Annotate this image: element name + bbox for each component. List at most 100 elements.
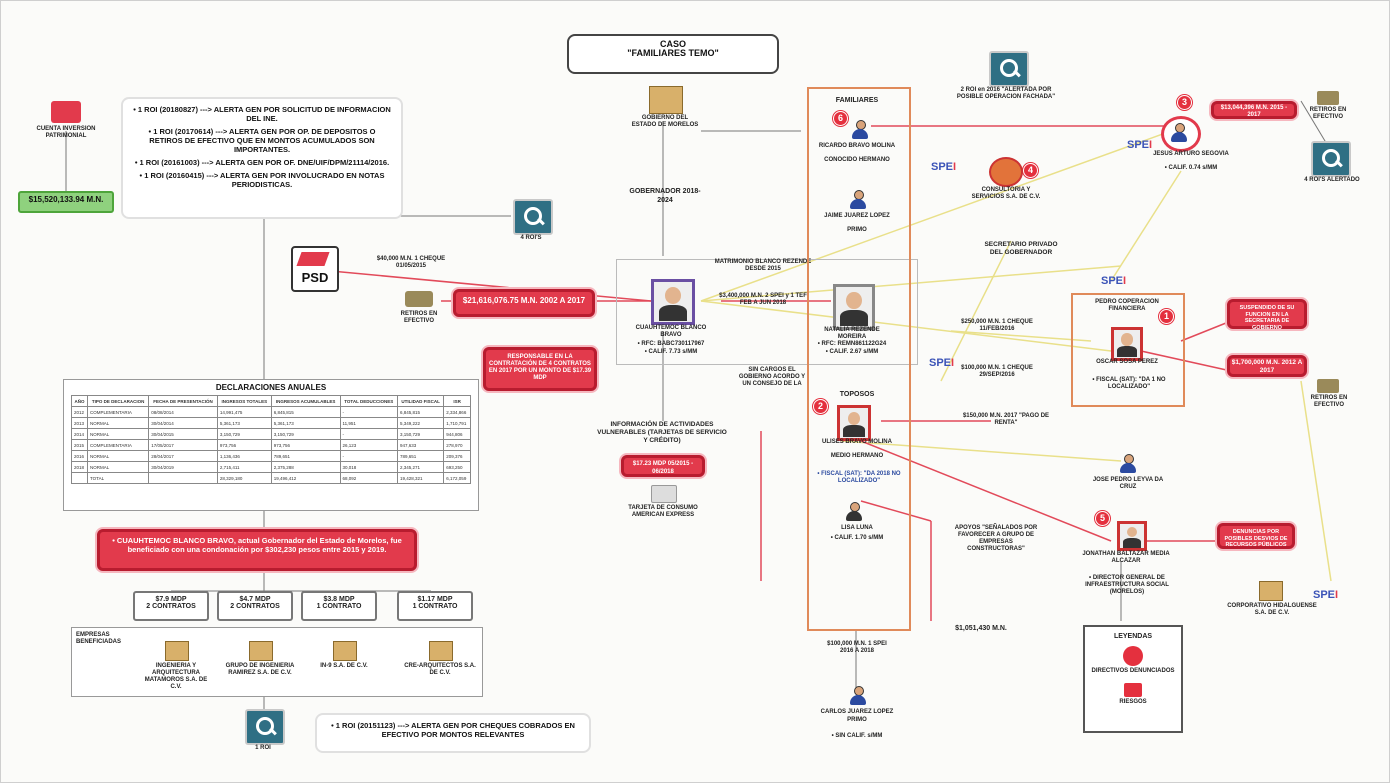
table-cell: 2,715,411 — [216, 461, 272, 473]
familiares-title: FAMILIARES — [835, 97, 879, 104]
declaraciones-header-cell: UTILIDAD FISCAL — [396, 395, 445, 407]
cash-withdrawals-amount: $21,616,076.75 M.N. 2002 A 2017 — [453, 289, 595, 317]
cash-withdrawals-label: RETIROS EN EFECTIVO — [400, 311, 438, 324]
table-cell: TOTAL — [86, 472, 150, 484]
table-cell: 30/04/2019 — [148, 461, 218, 473]
company-label: IN-9 S.A. DE C.V. — [320, 663, 368, 669]
lisa-calif: • CALIF. 1.70 s/MM — [830, 535, 884, 541]
company-building-icon — [249, 641, 273, 661]
table-cell: 2,345,271 — [396, 461, 445, 473]
declaraciones-header-cell: TIPO DE DECLARACION — [86, 395, 150, 407]
search-right-icon — [1311, 141, 1351, 177]
governor-frame — [616, 259, 918, 365]
oscar-photo — [1111, 327, 1143, 361]
table-cell: 68,092 — [339, 472, 398, 484]
declaraciones-header-cell: ISR — [443, 395, 471, 407]
contract-count: 1 CONTRATO — [412, 603, 458, 610]
bottom-roi-box: • 1 ROI (20151123) ---> ALERTA GEN POR C… — [315, 713, 591, 753]
carlos-calif: • SIN CALIF. s/MM — [831, 733, 883, 739]
person-ricardo-icon — [849, 119, 871, 141]
table-cell: 693,250 — [443, 461, 471, 473]
declaraciones-header-cell: AÑO — [71, 395, 88, 407]
ulises-photo — [837, 405, 871, 441]
jaime-note: PRIMO — [847, 227, 867, 233]
table-cell: 30/04/2015 — [148, 428, 218, 440]
table-cell: 973,756 — [216, 439, 272, 451]
psd-cheque-label: $40,000 M.N. 1 CHEQUE 01/05/2015 — [376, 256, 446, 269]
table-cell: 6,845,815 — [270, 406, 341, 418]
ulises-fiscal: • FISCAL (SAT): "DA 2018 NO LOCALIZADO" — [817, 471, 901, 484]
jonathan-photo — [1117, 521, 1147, 551]
person-jose-pedro-icon — [1117, 453, 1139, 475]
declaraciones-header-cell: FECHA DE PRESENTACIÓN — [148, 395, 218, 407]
table-cell: 28,329,180 — [216, 472, 272, 484]
table-cell: 26,123 — [339, 439, 398, 451]
pedro-company: PEDRO COPERACION FINANCIERA — [1095, 299, 1159, 312]
table-cell: 30,018 — [339, 461, 398, 473]
marker-2: 2 — [813, 399, 828, 414]
table-cell: 5,349,222 — [396, 417, 445, 429]
company-label: INGENIERIA Y ARQUITECTURA MATAMOROS S.A.… — [144, 663, 208, 690]
contract-count: 2 CONTRATOS — [146, 603, 196, 610]
retiros-right-label: RETIROS EN EFECTIVO — [1309, 107, 1347, 120]
case-title-line1: CASO — [659, 39, 686, 49]
company-label: GRUPO DE INGENIERIA RAMIREZ S.A. DE C.V. — [225, 663, 295, 676]
table-cell: 947,633 — [396, 439, 445, 451]
cheque-mid-label: $250,000 M.N. 1 CHEQUE 11/FEB/2016 — [961, 319, 1033, 332]
jonathan-role: • DIRECTOR GENERAL DE INFRAESTRUCTURA SO… — [1085, 575, 1169, 595]
ulises-name: ULISES BRAVO MOLINA — [822, 439, 892, 445]
table-cell — [148, 472, 218, 484]
spe-logo-5: SPEI — [1313, 589, 1339, 601]
cheque-mid2-label: $100,000 M.N. 1 CHEQUE 29/SEP/2016 — [961, 365, 1033, 378]
roi-right-label: 4 ROI'S ALERTADO — [1304, 177, 1360, 183]
table-cell: 2016 — [71, 450, 88, 462]
table-cell: 209,376 — [443, 450, 471, 462]
marker-1: 1 — [1159, 309, 1174, 324]
governor-calif: • CALIF. 7.73 s/MM — [644, 349, 698, 355]
alert-top-label: 2 ROI en 2016 "ALERTADA POR POSIBLE OPER… — [956, 87, 1056, 100]
consultoria-label: CONSULTORIA Y SERVICIOS S.A. DE C.V. — [971, 187, 1041, 200]
ulises-role: MEDIO HERMANO — [830, 453, 884, 459]
marriage-label: MATRIMONIO BLANCO REZENDE DESDE 2015 — [714, 259, 812, 272]
bottom-roi-text: • 1 ROI (20151123) ---> ALERTA GEN POR C… — [331, 721, 575, 739]
pedro-frame — [1071, 293, 1185, 407]
familiares-frame — [807, 87, 911, 631]
cash-icon-right — [1317, 91, 1339, 105]
legend-dot-icon — [1123, 646, 1143, 666]
table-cell: 2,375,288 — [270, 461, 341, 473]
jose-pedro-name: JOSE PEDRO LEYVA DA CRUZ — [1092, 477, 1164, 490]
table-cell: 3,150,729 — [396, 428, 445, 440]
table-cell: 5,361,173 — [270, 417, 341, 429]
table-cell: - — [339, 406, 398, 418]
roi-note-3: • 1 ROI (20161003) ---> ALERTA GEN POR O… — [134, 158, 390, 167]
table-cell: 6,845,815 — [396, 406, 445, 418]
spe-logo-3: SPEI — [1101, 275, 1127, 287]
company-building-icon — [333, 641, 357, 661]
legend-title: LEYENDAS — [1113, 633, 1153, 640]
contract-amount: $7.9 MDP — [155, 596, 187, 603]
account-doc-icon — [51, 101, 81, 123]
table-cell: 5,361,173 — [216, 417, 272, 429]
cheque-bottom-label: $1,051,430 M.N. — [955, 625, 1007, 632]
contract-amount: $1.17 MDP — [417, 596, 453, 603]
table-cell: COMPLEMENTARIA — [86, 439, 150, 451]
table-cell: COMPLEMENTARIA — [86, 406, 150, 418]
person-jaime-icon — [847, 189, 869, 211]
legend-item2: RIESGOS — [1119, 699, 1147, 705]
declaraciones-header-cell: INGRESOS TOTALES — [216, 395, 272, 407]
table-cell: 08/08/2014 — [148, 406, 218, 418]
spe-logo-3-text: SPE — [1101, 275, 1124, 287]
denuncias-box: DENUNCIAS POR POSIBLES DESVIOS DE RECURS… — [1217, 523, 1295, 549]
apoyos-label: APOYOS "SEÑALADOS POR FAVORECER A GRUPO … — [954, 525, 1038, 552]
company-right-label: CORPORATIVO HIDALGUENSE S.A. DE C.V. — [1227, 603, 1317, 616]
pedro-red-amount: $1,700,000 M.N. 2012 A 2017 — [1227, 355, 1307, 377]
ricardo-note: CONOCIDO HERMANO — [824, 157, 890, 163]
search-roi-icon — [513, 199, 553, 235]
jaime-name: JAIME JUAREZ LOPEZ — [824, 213, 890, 219]
